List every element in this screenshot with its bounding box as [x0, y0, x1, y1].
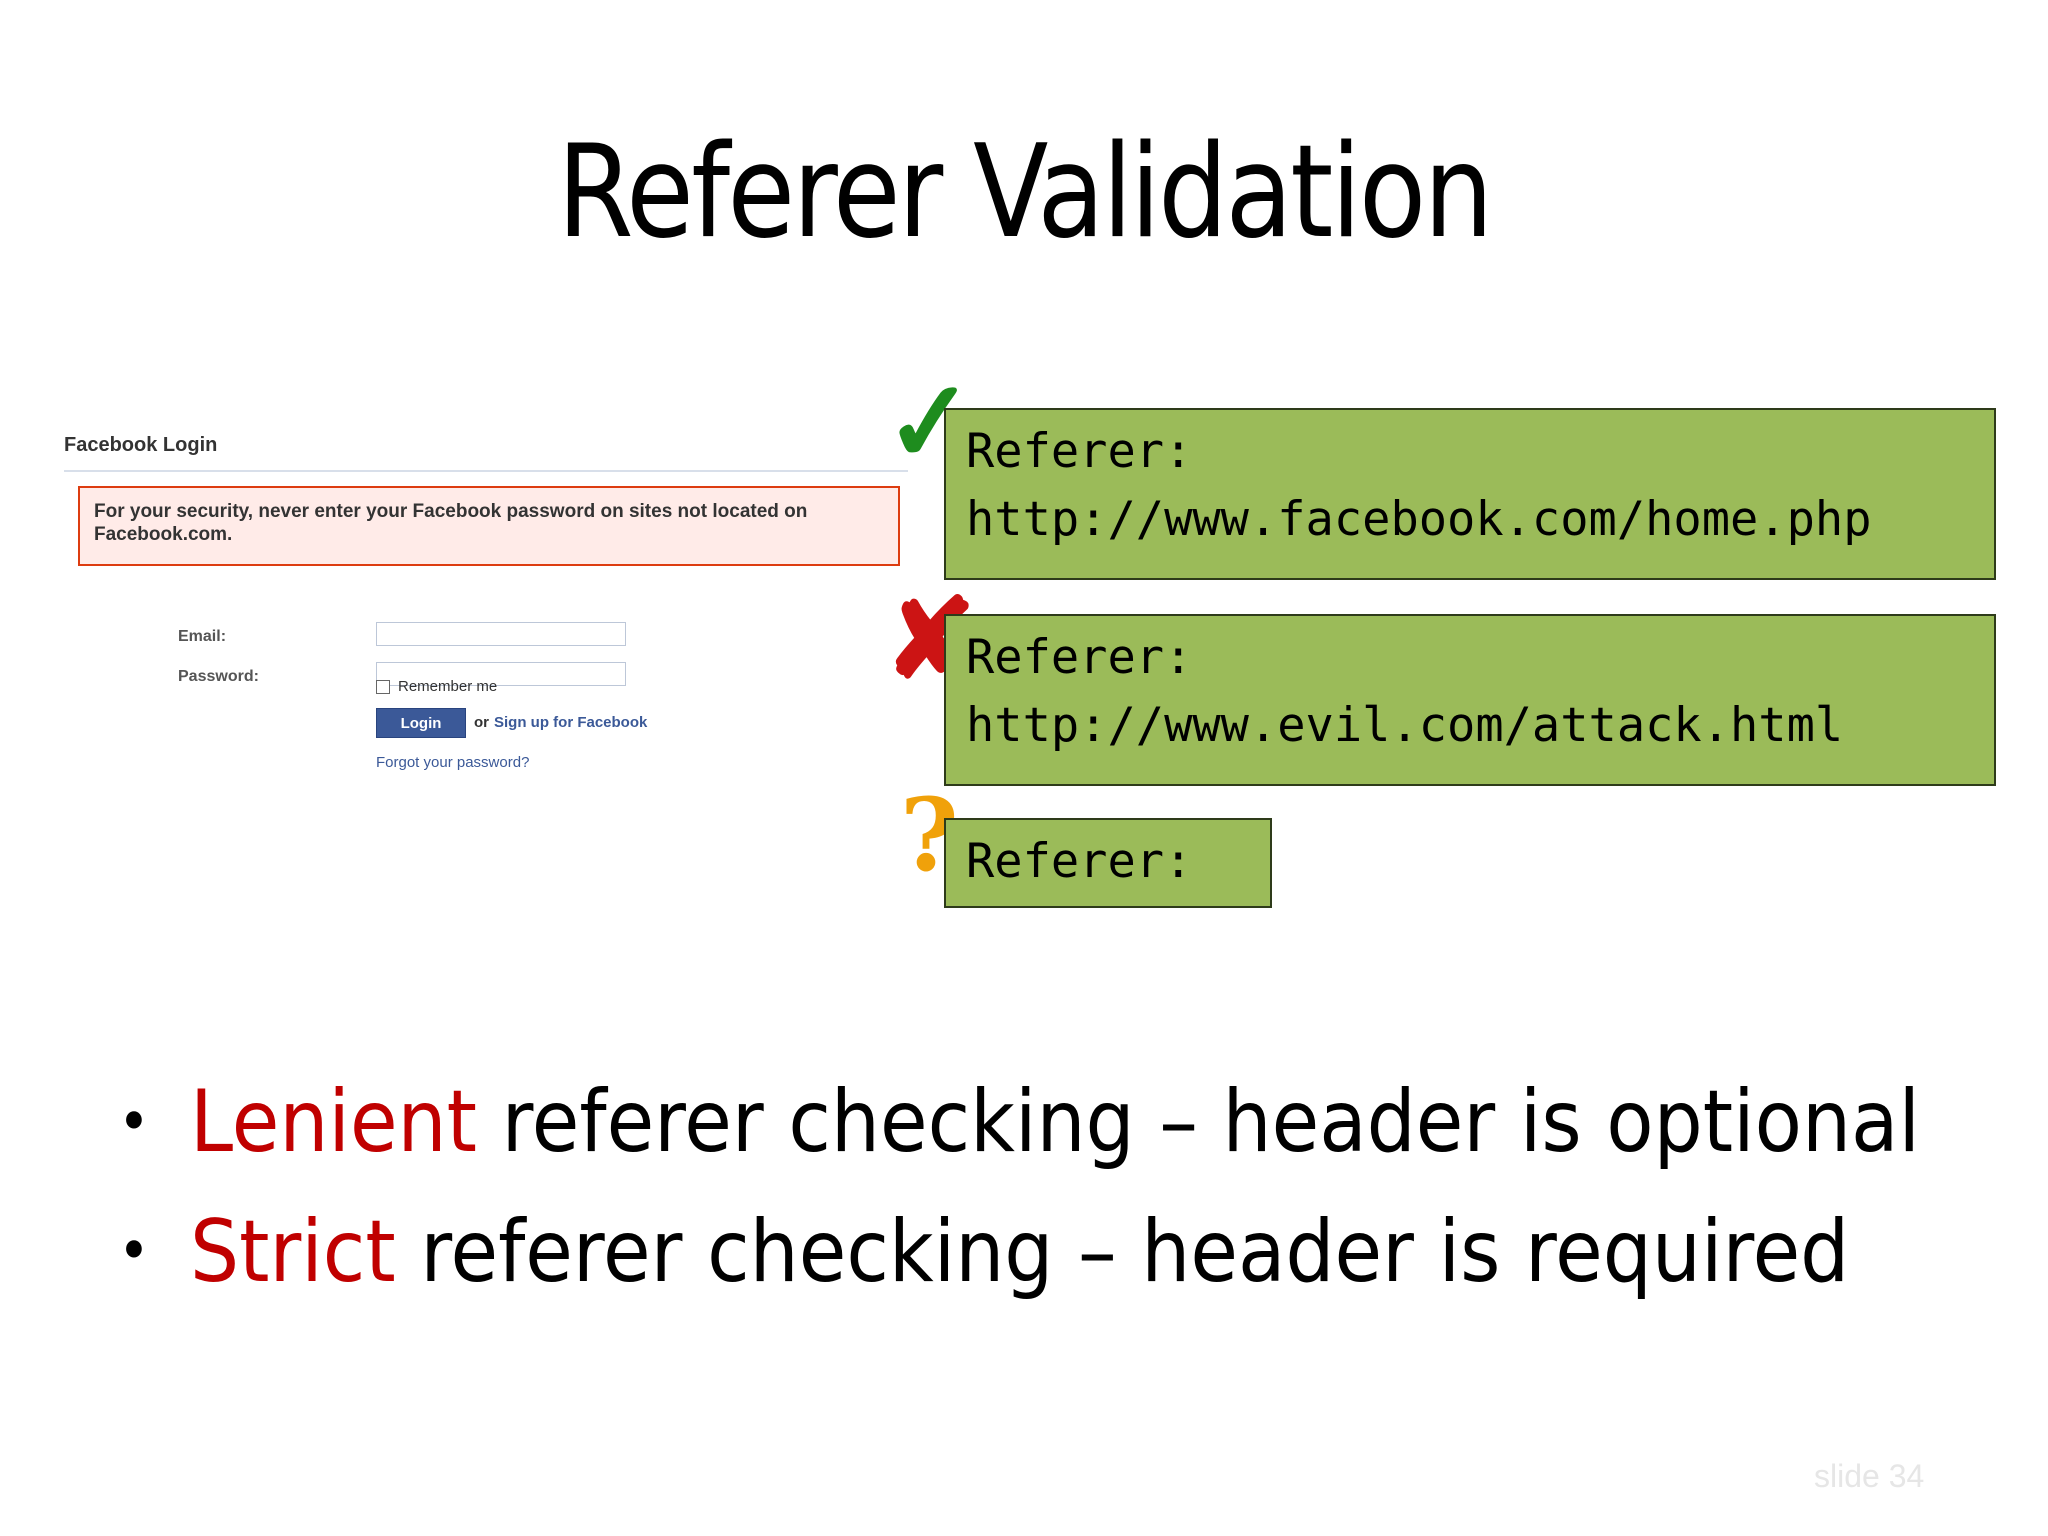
facebook-login-screenshot: Facebook Login For your security, never … [58, 422, 908, 802]
login-button[interactable]: Login [376, 708, 466, 738]
bullet-list: • Lenient referer checking – header is op… [118, 1060, 1920, 1319]
referer-label: Referer: [966, 834, 1193, 889]
password-field[interactable] [376, 662, 626, 686]
referer-value: http://www.facebook.com/home.php [966, 492, 1872, 547]
email-field[interactable] [376, 622, 626, 646]
bullet-keyword-strict: Strict [190, 1201, 396, 1302]
referer-value: http://www.evil.com/attack.html [966, 698, 1844, 753]
email-label: Email: [178, 628, 227, 645]
security-warning: For your security, never enter your Face… [78, 486, 900, 566]
forgot-password-link[interactable]: Forgot your password? [376, 754, 530, 771]
referer-label: Referer: [966, 424, 1193, 479]
slide-title: Referer Validation [557, 118, 1493, 267]
referer-label: Referer: [966, 630, 1193, 685]
or-text: or [474, 714, 489, 731]
referer-box-rejected: Referer: http://www.evil.com/attack.html [944, 614, 1996, 786]
bullet-text-lenient: referer checking – header is optional [476, 1072, 1920, 1172]
slide-number: slide 34 [1814, 1458, 1925, 1494]
bullet-dot: • [118, 1086, 150, 1157]
login-divider [64, 470, 908, 472]
password-label: Password: [178, 668, 259, 685]
bullet-strict: • Strict referer checking – header is req… [118, 1190, 1920, 1320]
bullet-text-strict: referer checking – header is required [395, 1201, 1850, 1302]
bullet-keyword-lenient: Lenient [190, 1072, 477, 1172]
remember-me-label: Remember me [398, 678, 498, 695]
bullet-lenient: • Lenient referer checking – header is op… [118, 1060, 1920, 1190]
sign-up-link[interactable]: Sign up for Facebook [494, 714, 648, 731]
referer-box-accepted: Referer: http://www.facebook.com/home.ph… [944, 408, 1996, 580]
remember-me-checkbox[interactable] [376, 680, 390, 694]
referer-box-empty: Referer: [944, 818, 1272, 908]
bullet-dot: • [118, 1216, 150, 1287]
login-title: Facebook Login [64, 434, 218, 456]
